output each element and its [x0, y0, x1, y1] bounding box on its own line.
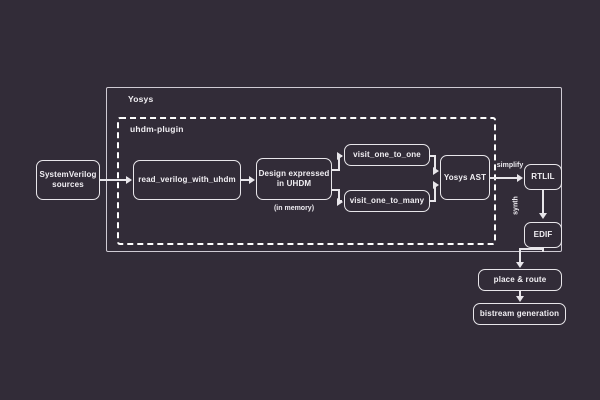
arrowhead-ast-from-visit11: [433, 167, 439, 175]
edge-visit11-to-ast-dropper: [434, 155, 436, 171]
arrowhead-rtlil: [517, 174, 523, 182]
node-read-verilog-with-uhdm[interactable]: read_verilog_with_uhdm: [133, 160, 241, 200]
arrowhead-edif: [539, 213, 547, 219]
edge-visit1m-to-ast-stub: [430, 200, 436, 202]
edge-visit1m-to-ast-riser: [434, 184, 436, 201]
group-yosys-label: Yosys: [128, 94, 154, 104]
edge-read-verilog-to-design: [241, 179, 250, 181]
edge-rtlil-to-edif: [542, 190, 544, 214]
node-systemverilog-sources-line2: sources: [52, 180, 84, 189]
edge-visit11-to-ast-stub: [430, 155, 436, 157]
arrowhead-design-uhdm: [249, 176, 255, 184]
node-rtlil-label: RTLIL: [531, 172, 555, 181]
edge-edif-exit-riser: [542, 248, 544, 252]
node-yosys-ast[interactable]: Yosys AST: [440, 155, 490, 200]
edge-design-to-visit11-stub: [332, 169, 340, 171]
node-yosys-ast-label: Yosys AST: [443, 172, 487, 182]
edge-sources-to-read-verilog: [100, 179, 127, 181]
node-design-expressed-line2: in UHDM: [276, 179, 312, 188]
node-bistream-generation-label: bistream generation: [479, 309, 560, 318]
node-visit-one-to-one-label: visit_one_to_one: [353, 150, 421, 159]
node-design-expressed-in-uhdm[interactable]: Design expressed in UHDM: [256, 158, 332, 200]
node-systemverilog-sources[interactable]: SystemVerilog sources: [36, 160, 100, 200]
arrowhead-place-route: [516, 262, 524, 268]
edge-edif-to-place-route-jog: [519, 248, 543, 250]
arrowhead-visit-one-to-many: [337, 198, 343, 206]
edge-design-to-visit1m-stub: [332, 189, 340, 191]
edge-ast-to-rtlil: [490, 177, 518, 179]
caption-in-memory: (in memory): [273, 205, 315, 212]
node-design-expressed-line1: Design expressed: [258, 169, 330, 178]
caption-simplify: simplify: [496, 162, 524, 169]
node-bistream-generation[interactable]: bistream generation: [473, 303, 566, 325]
caption-synth: synth: [512, 196, 520, 215]
arrowhead-read-verilog: [126, 176, 132, 184]
node-visit-one-to-many[interactable]: visit_one_to_many: [344, 190, 430, 212]
node-place-and-route-label: place & route: [493, 275, 547, 284]
node-place-and-route[interactable]: place & route: [478, 269, 562, 291]
arrowhead-ast-from-visit1m: [433, 181, 439, 189]
node-systemverilog-sources-line1: SystemVerilog: [39, 170, 97, 179]
group-uhdm-plugin-label: uhdm-plugin: [130, 124, 184, 134]
edge-edif-to-place-route: [519, 248, 521, 264]
node-read-verilog-with-uhdm-label: read_verilog_with_uhdm: [138, 175, 236, 184]
arrowhead-bistream: [516, 296, 524, 302]
node-edif-label: EDIF: [533, 230, 553, 239]
node-visit-one-to-one[interactable]: visit_one_to_one: [344, 144, 430, 166]
arrowhead-visit-one-to-one: [337, 152, 343, 160]
edge-design-to-visit1m-dropper: [338, 189, 340, 202]
edge-place-route-to-bistream: [519, 291, 521, 297]
node-rtlil[interactable]: RTLIL: [524, 164, 562, 190]
node-edif[interactable]: EDIF: [524, 222, 562, 248]
group-uhdm-plugin: [117, 117, 496, 245]
node-visit-one-to-many-label: visit_one_to_many: [349, 196, 425, 205]
edge-design-to-visit11-riser: [338, 155, 340, 170]
